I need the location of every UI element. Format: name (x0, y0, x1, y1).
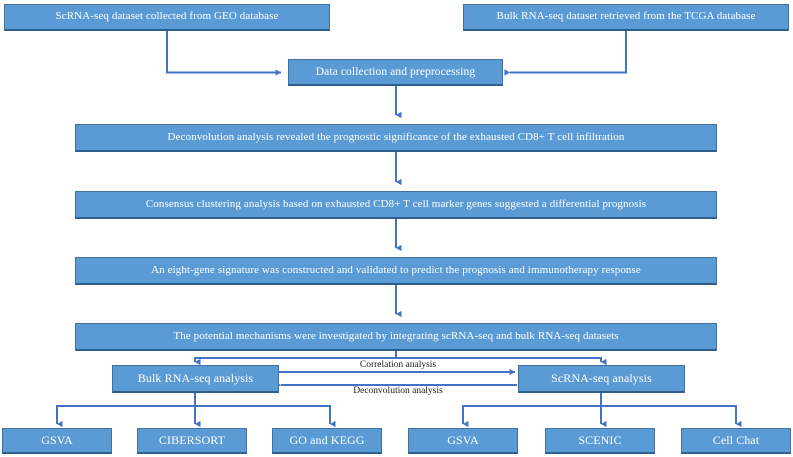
node-tool-scenic[interactable]: SCENIC (545, 428, 655, 454)
node-scrna-seq-analysis[interactable]: ScRNA-seq analysis (518, 365, 685, 393)
node-gene-signature[interactable]: An eight-gene signature was constructed … (75, 257, 717, 285)
node-consensus-clustering[interactable]: Consensus clustering analysis based on e… (75, 191, 717, 219)
node-tool-cell-chat[interactable]: Cell Chat (681, 428, 791, 454)
edge-label-deconvolution-analysis: Deconvolution analysis (299, 386, 497, 396)
node-bulk-source[interactable]: Bulk RNA-seq dataset retrieved from the … (463, 4, 789, 31)
node-tool-scrna-gsva[interactable]: GSVA (408, 428, 518, 454)
node-potential-mechanisms[interactable]: The potential mechanisms were investigat… (75, 323, 717, 351)
node-tool-bulk-gsva[interactable]: GSVA (2, 428, 112, 454)
node-bulk-rnaseq-analysis[interactable]: Bulk RNA-seq analysis (112, 365, 279, 393)
node-tool-go-and-kegg[interactable]: GO and KEGG (272, 428, 382, 454)
node-scrna-source[interactable]: ScRNA-seq dataset collected from GEO dat… (4, 4, 330, 31)
node-data-collection[interactable]: Data collection and preprocessing (288, 59, 503, 86)
edge-label-correlation-analysis: Correlation analysis (299, 360, 497, 370)
node-deconvolution-finding[interactable]: Deconvolution analysis revealed the prog… (75, 124, 717, 152)
node-tool-cibersort[interactable]: CIBERSORT (137, 428, 247, 454)
